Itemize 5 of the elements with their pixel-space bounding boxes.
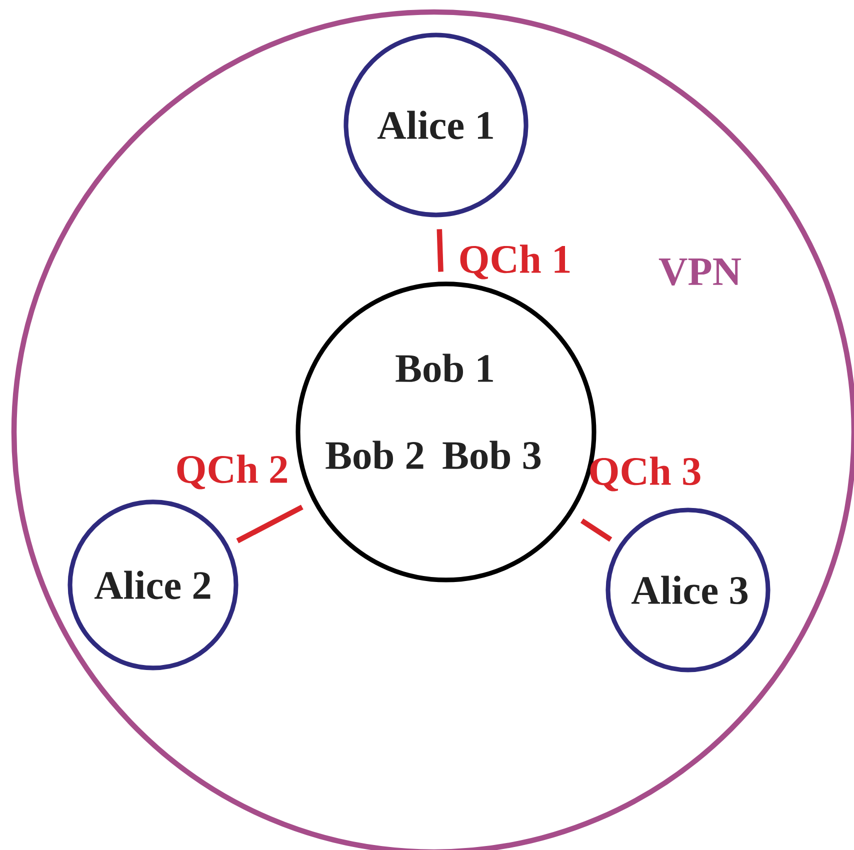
edge-label: QCh 2	[177, 454, 287, 490]
channel-line	[580, 518, 612, 542]
edge-label: QCh 1	[460, 244, 570, 280]
channel-line	[436, 229, 444, 272]
channel-line	[236, 504, 304, 544]
